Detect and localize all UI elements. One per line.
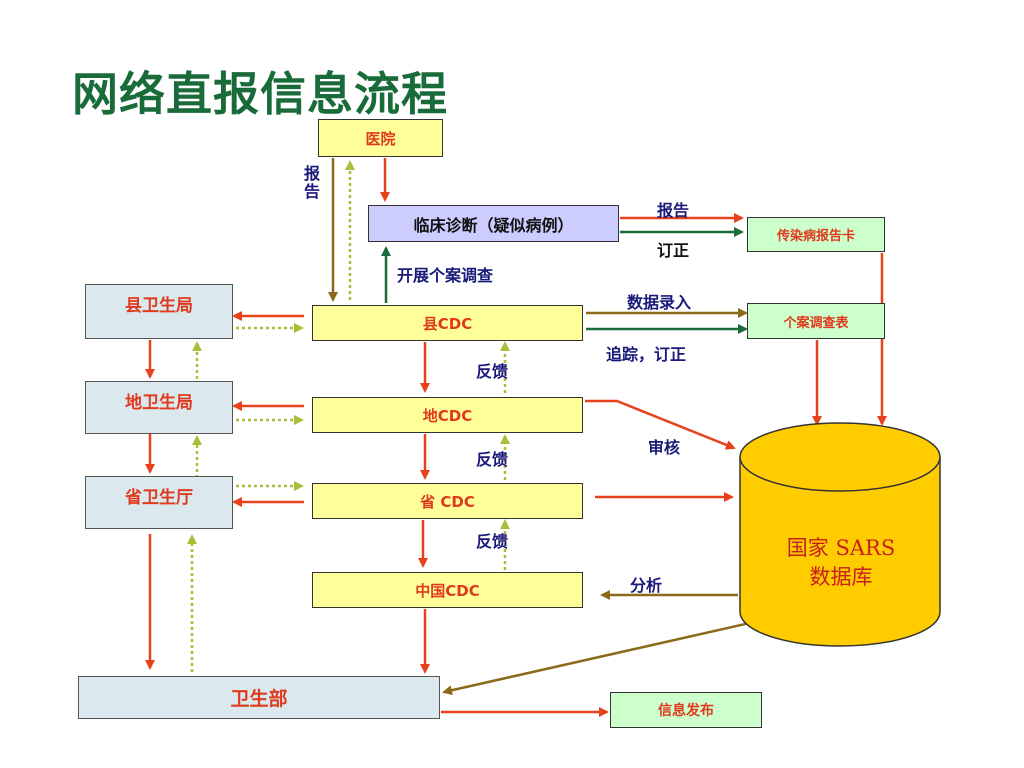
label-track-correct: 追踪，订正 bbox=[606, 345, 687, 364]
label-data-entry: 数据录入 bbox=[627, 293, 692, 312]
label-investigate: 开展个案调查 bbox=[397, 266, 494, 285]
database-cylinder bbox=[739, 422, 941, 647]
label-feedback-2: 反馈 bbox=[476, 450, 509, 469]
node-china-cdc: 中国CDC bbox=[312, 572, 583, 608]
node-report-card: 传染病报告卡 bbox=[747, 217, 885, 252]
node-prefecture-cdc: 地CDC bbox=[312, 397, 583, 433]
node-hospital: 医院 bbox=[318, 119, 443, 157]
label-correct: 订正 bbox=[657, 241, 690, 260]
node-county-cdc: 县CDC bbox=[312, 305, 583, 341]
node-database: 国家 SARS 数据库 bbox=[742, 534, 940, 592]
node-province-cdc: 省 CDC bbox=[312, 483, 583, 519]
label-report-vertical: 报告 bbox=[303, 164, 320, 201]
label-analysis: 分析 bbox=[630, 576, 663, 595]
node-case-table: 个案调查表 bbox=[747, 303, 885, 339]
node-province-dept: 省卫生厅 bbox=[85, 476, 233, 529]
label-report: 报告 bbox=[657, 201, 690, 220]
page-title: 网络直报信息流程 bbox=[72, 67, 448, 121]
node-ministry: 卫生部 bbox=[78, 676, 440, 719]
node-info-release: 信息发布 bbox=[610, 692, 762, 728]
database-line2: 数据库 bbox=[809, 565, 873, 589]
node-county-bureau: 县卫生局 bbox=[85, 284, 233, 339]
label-feedback-1: 反馈 bbox=[476, 362, 509, 381]
node-prefecture-bureau: 地卫生局 bbox=[85, 381, 233, 434]
arrow-db-to-ministry bbox=[442, 616, 773, 696]
label-review: 审核 bbox=[648, 438, 681, 457]
database-line1: 国家 SARS bbox=[786, 536, 896, 560]
arrow-review-to-db bbox=[585, 399, 736, 450]
label-feedback-3: 反馈 bbox=[476, 532, 509, 551]
node-clinical-diagnosis: 临床诊断（疑似病例） bbox=[368, 205, 619, 242]
